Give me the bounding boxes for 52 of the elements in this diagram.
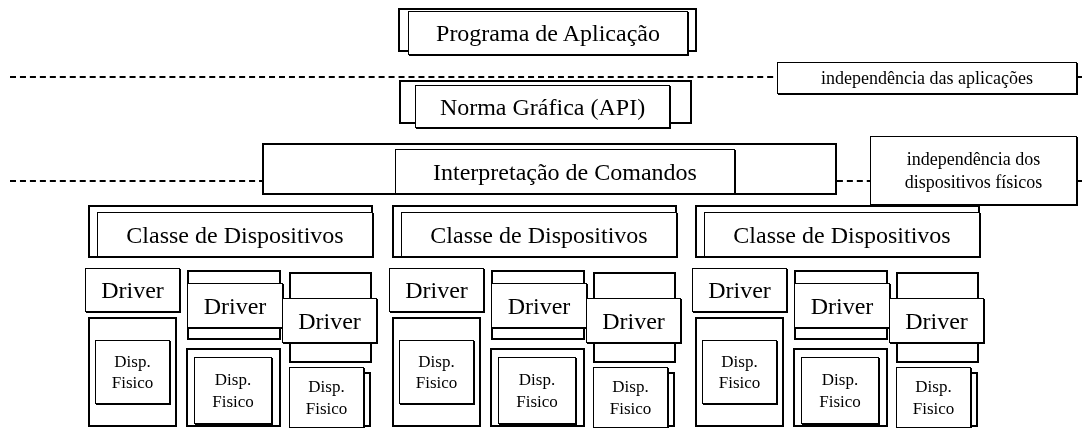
label-box [389,268,484,312]
box-label: Driver [298,306,361,336]
box-label: Driver [602,306,665,336]
box-label: Disp. Fisico [110,350,155,394]
box-label: Disp. Fisico [211,369,255,412]
box-label: independência das aplicações [821,66,1033,90]
label-box [399,340,474,404]
label-box [889,298,984,343]
label-box [896,367,971,428]
box-label: Disp. Fisico [717,350,762,394]
box-label: Programa de Aplicação [436,19,660,48]
box-label: Classe de Dispositivos [733,220,951,250]
label-box [85,268,180,312]
box-label: Driver [905,306,968,336]
box-label: Disp. Fisico [608,376,653,419]
label-box [289,367,364,428]
label-box [415,85,670,128]
label-box [704,212,980,257]
box-label: Disp. Fisico [414,350,459,394]
label-box [95,340,170,404]
label-box [187,283,283,328]
label-box [194,357,272,424]
box-label: Driver [708,276,771,305]
box-label: Disp. Fisico [911,376,956,419]
box-label: Interpretação de Comandos [433,157,697,187]
box-label: Disp. Fisico [515,369,559,412]
label-box [586,298,681,343]
box-label: Classe de Dispositivos [430,220,648,250]
label-box [702,340,777,404]
box-label: Driver [507,291,571,321]
label-box [401,212,677,257]
label-box [870,136,1077,205]
label-box [282,298,377,343]
label-box [777,62,1077,94]
label-box [395,149,735,194]
label-box [498,357,576,424]
label-box [801,357,879,424]
label-box [794,283,890,328]
label-box [593,367,668,428]
box-label: Disp. Fisico [304,376,349,419]
box-label: Driver [405,276,468,305]
label-box [97,212,373,257]
box-label: Driver [810,291,874,321]
label-box [408,11,688,55]
box-label: Driver [101,276,164,305]
label-box [491,283,587,328]
box-label: Driver [203,291,267,321]
box-label: Classe de Dispositivos [126,220,344,250]
box-label: Disp. Fisico [818,369,862,412]
label-box [692,268,787,312]
box-label: Norma Gráfica (API) [439,92,646,122]
box-label: independência dos dispositivos físicos [903,148,1044,193]
